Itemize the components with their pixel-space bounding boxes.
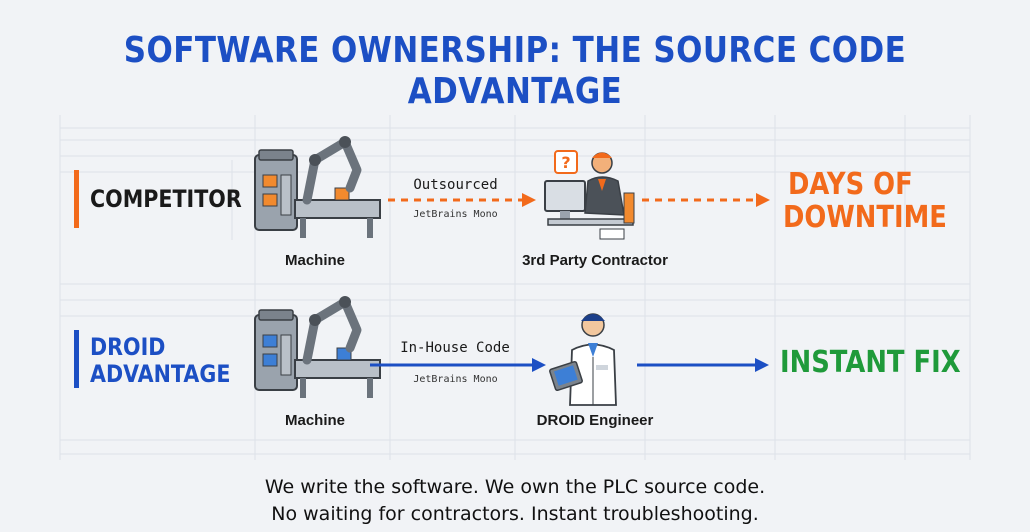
robot-arm-machine-icon <box>254 136 381 238</box>
downtime-result-line2: DOWNTIME <box>783 200 947 235</box>
droid-edge-sub: JetBrains Mono <box>413 374 498 385</box>
droid-edge-label: In-House Code <box>400 340 510 356</box>
footer-line1: We write the software. We own the PLC so… <box>264 476 766 498</box>
competitor-outsourced-arrow <box>388 193 536 207</box>
droid-engineer-label: DROID Engineer <box>536 412 654 429</box>
page-title: SOFTWARE OWNERSHIP: THE SOURCE CODE ADVA… <box>123 30 907 112</box>
competitor-edge-sub: JetBrains Mono <box>413 209 498 220</box>
competitor-accent-bar <box>74 170 79 228</box>
contractor-label: 3rd Party Contractor <box>522 252 668 269</box>
question-mark-icon: ? <box>561 153 570 172</box>
competitor-edge-label: Outsourced <box>413 177 498 193</box>
downtime-result-line1: DAYS OF <box>788 167 913 202</box>
competitor-label: COMPETITOR <box>90 185 242 213</box>
robot-arm-machine-icon <box>254 296 381 398</box>
footer-line2: No waiting for contractors. Instant trou… <box>271 503 759 525</box>
contractor-at-computer-icon: ? <box>544 150 635 240</box>
droid-inhouse-arrow <box>370 358 546 372</box>
engineer-with-tablet-icon <box>549 313 617 406</box>
droid-accent-bar <box>74 330 79 388</box>
droid-label-line1: DROID <box>90 333 166 361</box>
competitor-downtime-arrow <box>642 193 770 207</box>
instant-fix-result: INSTANT FIX <box>780 345 961 380</box>
droid-label-line2: ADVANTAGE <box>90 360 231 388</box>
droid-fix-arrow <box>637 358 769 372</box>
competitor-machine-label: Machine <box>284 252 345 269</box>
droid-machine-label: Machine <box>284 412 345 429</box>
